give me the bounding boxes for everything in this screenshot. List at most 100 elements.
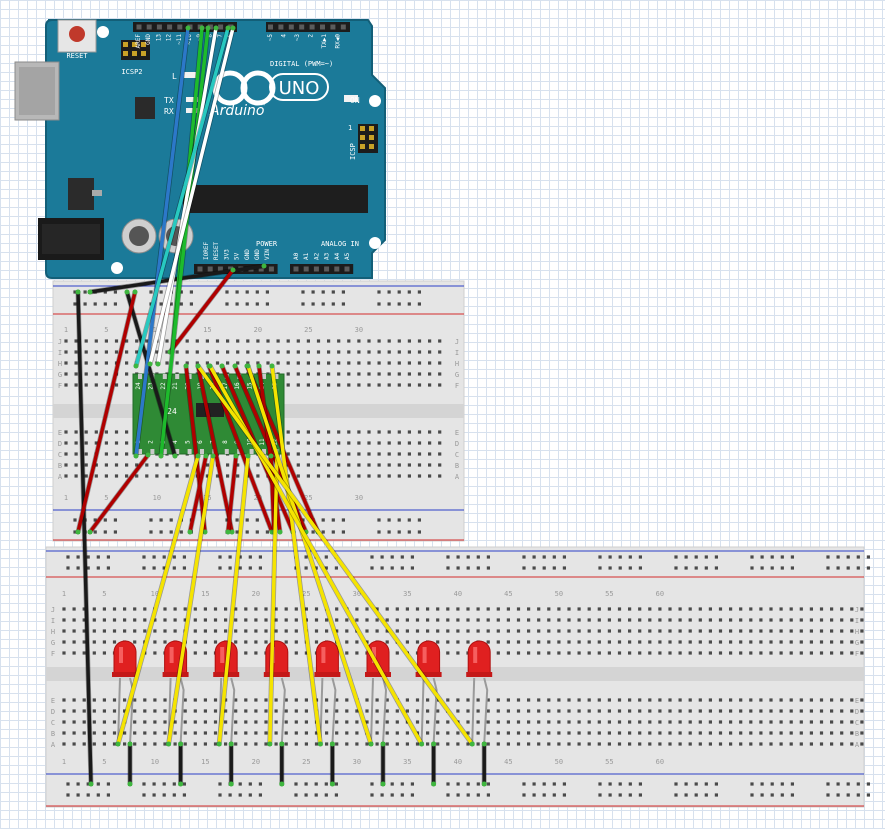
cyan-signal-wire[interactable] bbox=[134, 26, 230, 368]
wire-end bbox=[481, 781, 487, 787]
rail-hole bbox=[301, 302, 305, 306]
terminal-hole bbox=[718, 720, 723, 724]
header-pin[interactable] bbox=[320, 24, 325, 30]
wire-end bbox=[124, 289, 130, 295]
yellow-led-wire[interactable] bbox=[116, 454, 200, 746]
header-pin[interactable] bbox=[218, 24, 224, 30]
column-number: 60 bbox=[656, 758, 664, 766]
rail-hole bbox=[390, 793, 394, 797]
header-pin[interactable] bbox=[360, 126, 365, 131]
terminal-hole bbox=[668, 629, 672, 633]
header-pin[interactable] bbox=[123, 42, 128, 47]
header-pin[interactable] bbox=[217, 266, 223, 272]
rail-hole bbox=[552, 793, 556, 797]
red-wire[interactable] bbox=[88, 453, 150, 534]
terminal-hole bbox=[397, 350, 401, 354]
header-pin[interactable] bbox=[360, 144, 365, 149]
white-signal-wire[interactable] bbox=[148, 26, 235, 366]
header-pin[interactable] bbox=[330, 24, 336, 30]
header-pin[interactable] bbox=[136, 24, 142, 30]
terminal-hole bbox=[377, 474, 381, 478]
header-pin[interactable] bbox=[369, 135, 374, 140]
header-pin[interactable] bbox=[258, 266, 264, 272]
green-signal-wire[interactable] bbox=[159, 26, 210, 458]
header-pin[interactable] bbox=[141, 51, 146, 56]
yellow-led-wire[interactable] bbox=[270, 364, 323, 746]
header-pin[interactable] bbox=[344, 266, 350, 272]
yellow-led-wire[interactable] bbox=[166, 454, 215, 746]
header-pin[interactable] bbox=[369, 126, 374, 131]
terminal-hole bbox=[387, 463, 391, 467]
yellow-led-wire[interactable] bbox=[217, 454, 250, 746]
terminal-hole bbox=[587, 640, 591, 644]
yellow-led-wire[interactable] bbox=[268, 454, 279, 746]
led-leg bbox=[471, 677, 476, 745]
column-number: 45 bbox=[504, 758, 512, 766]
rail-hole bbox=[103, 302, 107, 306]
wire-end bbox=[431, 741, 437, 747]
wire-end bbox=[127, 781, 133, 787]
black-wire[interactable] bbox=[125, 290, 177, 458]
header-pin[interactable] bbox=[313, 266, 319, 272]
terminal-hole bbox=[84, 452, 88, 456]
header-pin[interactable] bbox=[303, 266, 309, 272]
header-pin[interactable] bbox=[268, 24, 273, 30]
terminal-hole bbox=[355, 720, 359, 724]
header-pin[interactable] bbox=[340, 24, 346, 30]
terminal-hole bbox=[789, 618, 793, 622]
header-pin[interactable] bbox=[288, 24, 294, 30]
l-label: L bbox=[172, 72, 177, 81]
header-pin[interactable] bbox=[324, 266, 330, 272]
terminal-hole bbox=[195, 350, 199, 354]
header-pin[interactable] bbox=[299, 24, 305, 30]
wire-end bbox=[380, 781, 386, 787]
terminal-hole bbox=[145, 350, 149, 354]
column-number: 30 bbox=[355, 494, 363, 502]
header-pin[interactable] bbox=[334, 266, 340, 272]
terminal-hole bbox=[397, 430, 401, 434]
header-pin[interactable] bbox=[207, 266, 213, 272]
chip-pin-label: 5 bbox=[185, 440, 192, 444]
yellow-led-wire[interactable] bbox=[196, 364, 474, 746]
header-pin[interactable] bbox=[369, 144, 374, 149]
row-letter: J bbox=[855, 606, 859, 614]
terminal-hole bbox=[335, 742, 339, 746]
terminal-hole bbox=[567, 629, 571, 633]
terminal-hole bbox=[84, 463, 88, 467]
header-pin[interactable] bbox=[268, 266, 274, 272]
terminal-hole bbox=[104, 383, 108, 387]
terminal-hole bbox=[527, 731, 531, 735]
ground-long-wire[interactable] bbox=[76, 290, 93, 786]
white-signal-wire[interactable] bbox=[156, 26, 218, 366]
terminal-hole bbox=[809, 651, 813, 655]
terminal-hole bbox=[407, 463, 411, 467]
blue-signal-wire[interactable] bbox=[134, 26, 190, 458]
header-pin[interactable] bbox=[123, 51, 128, 56]
header-pin[interactable] bbox=[309, 24, 315, 30]
header-pin[interactable] bbox=[167, 24, 173, 30]
red-chip-wire[interactable] bbox=[184, 364, 207, 534]
header-pin[interactable] bbox=[132, 42, 137, 47]
terminal-hole bbox=[367, 463, 371, 467]
header-pin[interactable] bbox=[146, 24, 152, 30]
header-pin[interactable] bbox=[207, 24, 213, 30]
red-wire[interactable] bbox=[76, 290, 137, 534]
red-chip-wire[interactable] bbox=[188, 454, 208, 534]
red-chip-wire[interactable] bbox=[226, 454, 238, 534]
header-pin[interactable] bbox=[278, 24, 284, 30]
yellow-led-wire[interactable] bbox=[246, 364, 373, 746]
header-pin[interactable] bbox=[197, 266, 203, 272]
header-pin[interactable] bbox=[156, 24, 162, 30]
reset-button-cap[interactable] bbox=[69, 26, 85, 42]
terminal-hole bbox=[789, 731, 793, 735]
header-pin[interactable] bbox=[177, 24, 183, 30]
header-pin[interactable] bbox=[293, 266, 299, 272]
wire-end bbox=[329, 741, 335, 747]
terminal-hole bbox=[314, 607, 319, 611]
header-pin[interactable] bbox=[141, 42, 146, 47]
power-wire[interactable] bbox=[168, 268, 235, 354]
header-pin[interactable] bbox=[132, 51, 137, 56]
header-pin[interactable] bbox=[228, 266, 234, 272]
header-pin[interactable] bbox=[360, 135, 365, 140]
red-chip-wire[interactable] bbox=[196, 364, 234, 534]
